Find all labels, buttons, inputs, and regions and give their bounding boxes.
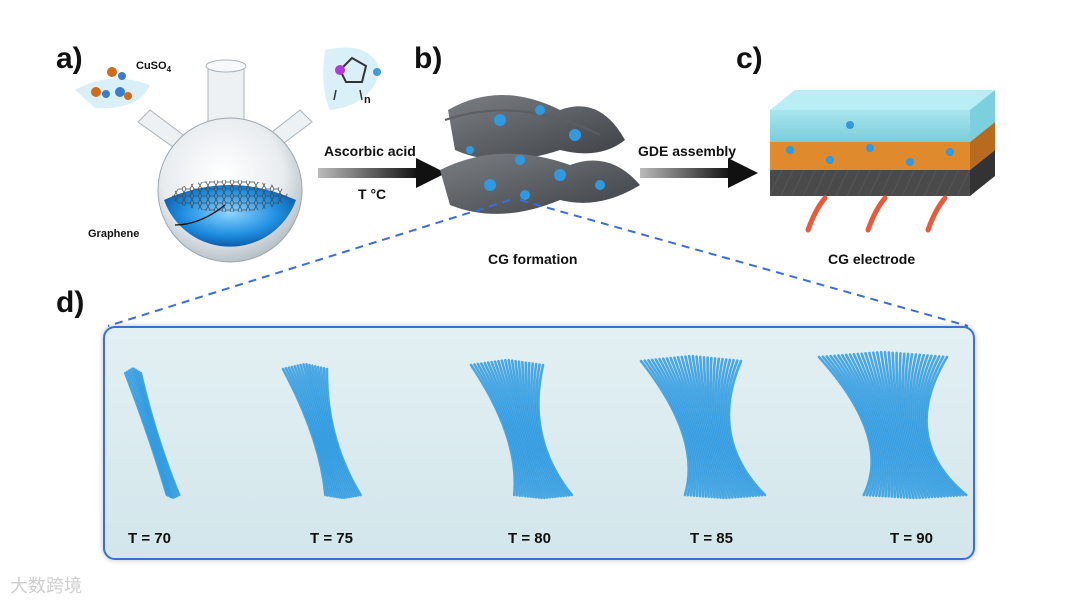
reagent-label: CuSO4 — [136, 60, 171, 74]
graphene-label: Graphene — [88, 228, 139, 240]
temperature-label-85: T = 85 — [690, 530, 733, 547]
panel-b-label: b) — [414, 42, 442, 76]
electrode-illustration — [770, 90, 995, 230]
panel-d-frame — [103, 326, 975, 560]
arrow-bc-top-label: GDE assembly — [638, 143, 736, 159]
temperature-label-75: T = 75 — [310, 530, 353, 547]
panel-c-label: c) — [736, 42, 763, 76]
temperature-label-80: T = 80 — [508, 530, 551, 547]
monomer-subscript: n — [364, 94, 371, 106]
fiber-bundle-3 — [471, 360, 572, 498]
panel-d-label: d) — [56, 286, 84, 320]
panel-c-caption: CG electrode — [828, 251, 915, 267]
arrow-bc — [640, 158, 758, 188]
watermark: 大数跨境 — [10, 572, 82, 598]
fiber-bundle-2 — [283, 364, 361, 497]
fiber-bundle-1 — [125, 369, 179, 498]
fiber-bundle-4 — [641, 356, 765, 498]
arrow-ab — [318, 158, 446, 188]
cg-sheets-illustration — [440, 95, 640, 214]
temperature-label-90: T = 90 — [890, 530, 933, 547]
arrow-ab-bottom-label: T °C — [358, 186, 386, 202]
panel-b-caption: CG formation — [488, 251, 577, 267]
panel-a-label: a) — [56, 42, 83, 76]
fiber-bundles — [105, 328, 973, 558]
fiber-bundle-5 — [819, 352, 966, 498]
temperature-label-70: T = 70 — [128, 530, 171, 547]
arrow-ab-top-label: Ascorbic acid — [324, 143, 416, 159]
